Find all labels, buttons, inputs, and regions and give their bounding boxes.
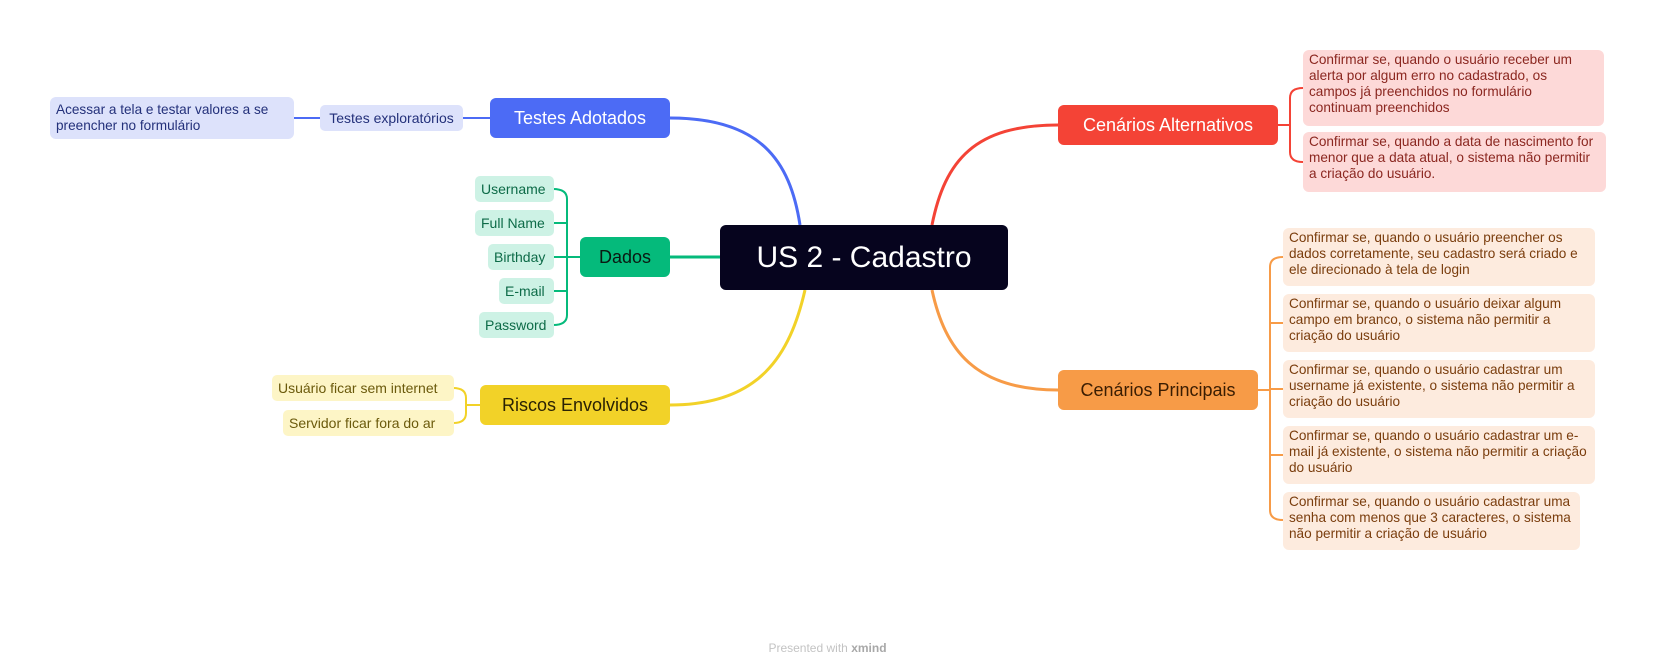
connector-alternativos [930, 123, 1059, 226]
alternativos-item-nascimento-label: Confirmar se, quando a data de nasciment… [1309, 134, 1594, 181]
topic-riscos-envolvidos-label: Riscos Envolvidos [501, 395, 649, 415]
alternativos-item-alerta[interactable]: Confirmar se, quando o usuário receber u… [1303, 50, 1604, 126]
connector-testes [669, 116, 802, 226]
footer-credit: Presented with xmind [0, 641, 1655, 655]
topic-cenarios-alternativos[interactable]: Cenários Alternativos [1058, 105, 1278, 145]
dados-item-username[interactable]: Username [475, 176, 554, 202]
principais-item-email[interactable]: Confirmar se, quando o usuário cadastrar… [1283, 426, 1595, 484]
topic-cenarios-alternativos-label: Cenários Alternativos [1082, 115, 1254, 135]
principais-item-senha-label: Confirmar se, quando o usuário cadastrar… [1289, 494, 1571, 541]
topic-riscos-envolvidos[interactable]: Riscos Envolvidos [480, 385, 670, 425]
principais-item-sucesso-label: Confirmar se, quando o usuário preencher… [1289, 230, 1578, 277]
root-topic[interactable]: US 2 - Cadastro [720, 225, 1008, 290]
topic-cenarios-principais-label: Cenários Principais [1080, 380, 1236, 400]
topic-dados-label: Dados [598, 247, 652, 267]
dados-item-email-label: E-mail [505, 283, 545, 299]
dados-item-full-name[interactable]: Full Name [475, 210, 554, 236]
principais-item-email-label: Confirmar se, quando o usuário cadastrar… [1289, 428, 1587, 475]
dados-item-birthday[interactable]: Birthday [488, 244, 554, 270]
principais-item-username-label: Confirmar se, quando o usuário cadastrar… [1289, 362, 1575, 409]
dados-item-birthday-label: Birthday [494, 249, 546, 265]
principais-item-sucesso[interactable]: Confirmar se, quando o usuário preencher… [1283, 228, 1595, 286]
footer-brand-logo: xmind [851, 641, 887, 655]
subtopic-testes-exploratorios[interactable]: Testes exploratórios [320, 105, 463, 131]
root-topic-label: US 2 - Cadastro [756, 240, 972, 274]
connector-riscos [669, 289, 807, 407]
riscos-item-servidor[interactable]: Servidor ficar fora do ar [283, 410, 454, 436]
riscos-item-internet[interactable]: Usuário ficar sem internet [272, 375, 454, 401]
dados-item-email[interactable]: E-mail [499, 278, 554, 304]
dados-item-username-label: Username [481, 181, 546, 197]
principais-item-campo-branco[interactable]: Confirmar se, quando o usuário deixar al… [1283, 294, 1595, 352]
principais-item-campo-branco-label: Confirmar se, quando o usuário deixar al… [1289, 296, 1562, 343]
footer-prefix: Presented with [768, 641, 848, 655]
topic-testes-adotados-label: Testes Adotados [513, 108, 647, 128]
topic-testes-adotados[interactable]: Testes Adotados [490, 98, 670, 138]
subtopic-acessar-tela[interactable]: Acessar a tela e testar valores a se pre… [50, 97, 294, 139]
principais-item-senha[interactable]: Confirmar se, quando o usuário cadastrar… [1283, 492, 1580, 550]
connector-alternativos-bracket [1278, 87, 1304, 163]
alternativos-item-alerta-label: Confirmar se, quando o usuário receber u… [1309, 52, 1572, 115]
principais-item-username[interactable]: Confirmar se, quando o usuário cadastrar… [1283, 360, 1595, 418]
dados-item-password-label: Password [485, 317, 547, 333]
subtopic-acessar-tela-label: Acessar a tela e testar valores a se pre… [56, 102, 269, 133]
dados-item-password[interactable]: Password [479, 312, 554, 338]
dados-item-full-name-label: Full Name [481, 215, 545, 231]
connector-riscos-bracket [452, 387, 480, 424]
topic-dados[interactable]: Dados [580, 237, 670, 277]
subtopic-testes-exploratorios-label: Testes exploratórios [329, 110, 454, 126]
connector-principais [930, 289, 1059, 392]
topic-cenarios-principais[interactable]: Cenários Principais [1058, 370, 1258, 410]
alternativos-item-nascimento[interactable]: Confirmar se, quando a data de nasciment… [1303, 132, 1606, 192]
riscos-item-internet-label: Usuário ficar sem internet [278, 380, 438, 396]
riscos-item-servidor-label: Servidor ficar fora do ar [289, 415, 436, 431]
